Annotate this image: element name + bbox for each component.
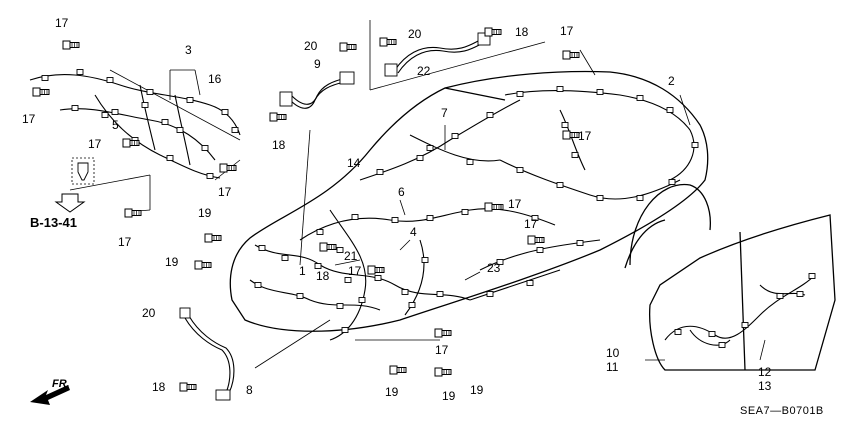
callout-12: 12 [758, 365, 772, 379]
callout-5: 5 [112, 118, 119, 132]
callout-17-a: 17 [55, 16, 69, 30]
callout-21: 21 [344, 249, 358, 263]
callout-18-a: 18 [152, 380, 166, 394]
callout-20-c: 20 [408, 27, 422, 41]
door-panel-outline [649, 214, 836, 371]
dashboard-harness [29, 69, 241, 179]
callout-3: 3 [185, 43, 192, 57]
callout-19-d: 19 [442, 389, 456, 403]
callout-1: 1 [299, 264, 306, 278]
bolts [32, 27, 580, 392]
ground-cable-22 [384, 32, 491, 77]
callout-19-b: 19 [165, 255, 179, 269]
callout-18-d: 18 [316, 269, 330, 283]
callout-10: 10 [606, 346, 620, 360]
callout-4: 4 [410, 225, 417, 239]
callout-17-f: 17 [560, 24, 574, 38]
front-direction-label: FR. [52, 378, 70, 390]
callout-9: 9 [314, 57, 321, 71]
callout-17-h: 17 [508, 197, 522, 211]
callout-13: 13 [758, 379, 772, 393]
callout-17-i: 17 [524, 217, 538, 231]
main-harness [249, 89, 695, 341]
callout-17-b: 17 [22, 112, 36, 126]
callout-17-e: 17 [118, 235, 132, 249]
callout-19-e: 19 [470, 383, 484, 397]
ground-cable-9 [279, 71, 355, 109]
callout-19-a: 19 [198, 206, 212, 220]
front-arrow-icon [30, 385, 70, 405]
callout-19-c: 19 [385, 385, 399, 399]
callout-20-b: 20 [304, 39, 318, 53]
battery-cable-8 [179, 307, 235, 401]
callout-6: 6 [398, 185, 405, 199]
reference-label: B-13-41 [30, 215, 77, 230]
callout-8: 8 [246, 383, 253, 397]
connectors [41, 69, 816, 348]
callout-7: 7 [441, 106, 448, 120]
leader-lines [69, 20, 766, 369]
car-body-outline [229, 70, 711, 332]
callout-18-b: 18 [272, 138, 286, 152]
callout-2: 2 [668, 74, 675, 88]
callout-23: 23 [487, 261, 501, 275]
callout-17-c: 17 [88, 137, 102, 151]
callout-17-d: 17 [218, 185, 232, 199]
ref-arrow-icon [54, 193, 86, 213]
callout-11: 11 [606, 360, 619, 374]
callout-20-a: 20 [142, 306, 156, 320]
callout-22: 22 [417, 64, 431, 78]
callout-17-j: 17 [348, 264, 362, 278]
callout-17-g: 17 [578, 129, 592, 143]
callout-17-k: 17 [435, 343, 449, 357]
callout-16: 16 [208, 72, 222, 86]
callout-14: 14 [347, 156, 361, 170]
diagram-code: SEA7—B0701B [740, 405, 824, 417]
door-harness [664, 274, 816, 346]
clip-detail [71, 157, 95, 185]
callout-18-c: 18 [515, 25, 529, 39]
